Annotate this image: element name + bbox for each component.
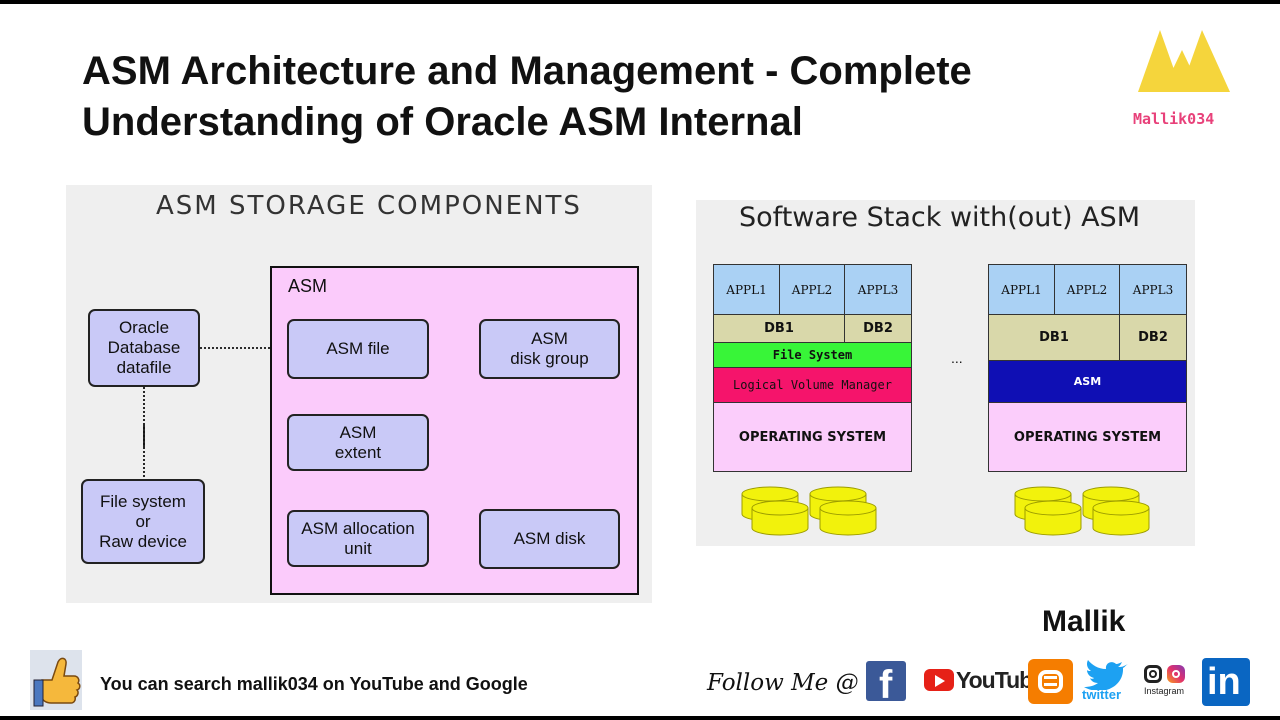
appl3-cell: APPL3 xyxy=(844,264,912,315)
facebook-icon[interactable]: f xyxy=(866,661,906,701)
asm-storage-components-panel: ASM STORAGE COMPONENTS ASM Or xyxy=(66,185,652,603)
os-layer: OPERATING SYSTEM xyxy=(988,402,1187,472)
top-border xyxy=(0,0,1280,4)
appl1-cell: APPL1 xyxy=(713,264,780,315)
appl2-cell: APPL2 xyxy=(779,264,845,315)
mallik-logo-icon xyxy=(1138,30,1230,92)
youtube-icon[interactable]: YouTube xyxy=(924,667,1045,697)
file-system-layer: File System xyxy=(713,342,912,368)
search-hint-text: You can search mallik034 on YouTube and … xyxy=(100,674,528,694)
asm-layer: ASM xyxy=(988,360,1187,403)
disk-cylinders-icon xyxy=(1014,486,1150,536)
thumbs-up-icon xyxy=(30,650,82,710)
stack-without-asm: APPL1 APPL2 APPL3 DB1 DB2 File System Lo… xyxy=(713,264,913,472)
appl3-cell: APPL3 xyxy=(1119,264,1187,315)
file-system-node: File system or Raw device xyxy=(81,479,205,564)
asm-extent-node: ASM extent xyxy=(287,414,429,471)
panel-title: ASM STORAGE COMPONENTS xyxy=(156,191,582,221)
twitter-bird-icon xyxy=(1084,660,1128,691)
panel-title: Software Stack with(out) ASM xyxy=(739,202,1140,233)
page-title: ASM Architecture and Management - Comple… xyxy=(82,49,972,144)
asm-allocation-unit-node: ASM allocation unit xyxy=(287,510,429,567)
db2-cell: DB2 xyxy=(1119,314,1187,361)
asm-region-label: ASM xyxy=(288,276,328,296)
asm-file-node: ASM file xyxy=(287,319,429,379)
follow-me-text: Follow Me @ xyxy=(707,670,859,696)
linkedin-icon[interactable]: in xyxy=(1202,658,1250,706)
asm-disk-group-node: ASM disk group xyxy=(479,319,620,379)
disk-cylinders-icon xyxy=(741,486,877,536)
db2-cell: DB2 xyxy=(844,314,912,343)
ellipsis: ... xyxy=(951,350,963,366)
stack-with-asm: APPL1 APPL2 APPL3 DB1 DB2 ASM OPERATING … xyxy=(988,264,1188,472)
instagram-label: Instagram xyxy=(1144,686,1185,696)
instagram-icon[interactable]: Instagram xyxy=(1140,663,1195,703)
blogger-icon[interactable] xyxy=(1028,659,1073,704)
asm-disk-node: ASM disk xyxy=(479,509,620,569)
appl2-cell: APPL2 xyxy=(1054,264,1120,315)
appl1-cell: APPL1 xyxy=(988,264,1055,315)
brand-handle: Mallik034 xyxy=(1133,110,1215,128)
db1-cell: DB1 xyxy=(713,314,845,343)
twitter-icon[interactable]: twitter xyxy=(1080,660,1135,704)
lvm-layer: Logical Volume Manager xyxy=(713,367,912,403)
twitter-label: twitter xyxy=(1082,687,1121,702)
author-name: Mallik xyxy=(1042,605,1126,638)
bottom-border xyxy=(0,716,1280,720)
db1-cell: DB1 xyxy=(988,314,1120,361)
oracle-datafile-node: Oracle Database datafile xyxy=(88,309,200,387)
os-layer: OPERATING SYSTEM xyxy=(713,402,912,472)
software-stack-panel: Software Stack with(out) ASM APPL1 APPL2… xyxy=(696,200,1195,546)
linkedin-label: in xyxy=(1207,661,1241,703)
